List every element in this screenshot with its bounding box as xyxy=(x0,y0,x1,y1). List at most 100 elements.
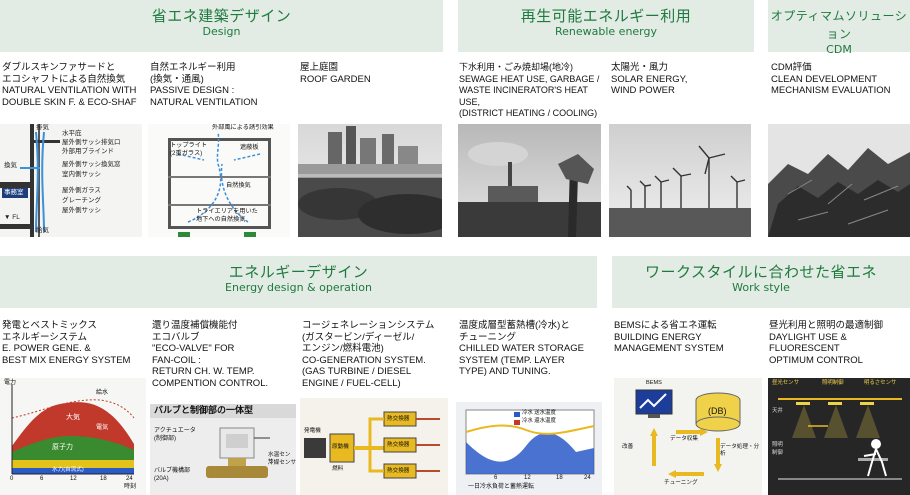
storage-chart: 冷水 送水温度 冷水 還水温度 6 12 18 24 一日冷水負荷と蓄熱運転 xyxy=(456,402,602,495)
figure-label: 給水 xyxy=(96,390,109,396)
figure-label: 排気 xyxy=(36,124,49,131)
figure-label: 水平庇 xyxy=(62,130,82,137)
figure-label: データ処理・分析 xyxy=(720,444,760,457)
figure-label: 給気 xyxy=(36,227,49,234)
figure-label: 電気 xyxy=(96,424,109,431)
figure-label: チューニング xyxy=(664,480,698,486)
figure-label: (20A) xyxy=(154,476,169,482)
figure-label: 地下への自然換気 xyxy=(196,216,246,223)
bems-diagram: BEMS (DB) データ収集 データ処理・分析 チューニング 改善 xyxy=(614,378,762,495)
section-title-en: Renewable energy xyxy=(554,25,658,38)
figure-label: 時刻 xyxy=(124,484,137,490)
section-title-jp: 省エネ建築デザイン xyxy=(151,7,292,25)
figure-label: 12 xyxy=(70,476,77,482)
figure-label: 遮蔽板 xyxy=(240,144,259,151)
figure-label: 水温センサ: xyxy=(268,452,291,465)
figure-label: トライエリアを用いた xyxy=(196,208,258,215)
item-caption: ダブルスキンファサードと エコシャフトによる自然換気 NATURAL VENTI… xyxy=(2,62,137,108)
figure-label: 換気 xyxy=(4,162,17,169)
figure-label: 外部風による誘引効果 xyxy=(212,124,274,131)
figure-label: 制御 xyxy=(772,450,783,456)
incinerator-photo xyxy=(458,124,601,237)
roof-garden-photo xyxy=(298,124,442,237)
figure-label: 24 xyxy=(584,475,591,481)
section-header-energy-design: エネルギーデザイン Energy design & operation xyxy=(0,256,597,308)
item-caption: 屋上庭園 ROOF GARDEN xyxy=(300,62,371,85)
section-title-jp: オプティマムソリューション xyxy=(770,9,908,41)
figure-label: 照明 xyxy=(772,442,783,448)
section-header-design: 省エネ建築デザイン Design xyxy=(0,0,443,52)
figure-label: バルブ機構部 xyxy=(154,468,191,474)
figure-label: 燃料 xyxy=(332,466,344,472)
passive-ventilation-diagram: 外部風による誘引効果 トップライト (2重ガラス) 遮蔽板 自然換気 トライエリ… xyxy=(148,124,290,237)
section-title-en: Energy design & operation xyxy=(225,281,372,294)
figure-label: 冷媒センサ xyxy=(268,460,296,466)
section-header-work-style: ワークスタイルに合わせた省エネ Work style xyxy=(612,256,910,308)
daylight-diagram: 昼光センサ 照明制御 明るさセンサ 天井 照明 制御 xyxy=(768,378,910,495)
figure-label: 原子力 xyxy=(52,444,73,451)
figure-label: 24 xyxy=(126,476,133,482)
figure-label: 18 xyxy=(556,475,563,481)
figure-label: 大気 xyxy=(66,414,80,421)
figure-label: (制御部) xyxy=(154,436,176,442)
figure-label: 一日冷水負荷と蓄熱運転 xyxy=(468,484,535,490)
figure-label: 屋外側ガラス xyxy=(62,187,101,194)
figure-label: 熱交換器 xyxy=(387,416,410,422)
wind-turbine-photo xyxy=(609,124,751,237)
figure-label: ▼ FL xyxy=(4,214,20,221)
figure-label: 改善 xyxy=(622,444,634,450)
section-title-jp: ワークスタイルに合わせた省エネ xyxy=(644,263,878,281)
figure-label: 照明制御 xyxy=(822,380,844,386)
figure-label: 電力 xyxy=(4,380,17,386)
section-header-renewable: 再生可能エネルギー利用 Renewable energy xyxy=(458,0,754,52)
figure-label: 事務室 xyxy=(4,189,24,196)
section-title-jp: エネルギーデザイン xyxy=(228,263,369,281)
power-mix-chart: 電力 給水 大気 電気 原子力 水力(自流式) 0 6 12 18 24 時刻 xyxy=(0,378,146,495)
figure-label: 発電機 xyxy=(304,428,321,434)
figure-label: 外部用ブラインド xyxy=(62,148,114,155)
figure-label: (2重ガラス) xyxy=(170,150,203,157)
figure-label: 天井 xyxy=(772,408,783,414)
item-caption: 発電とベストミックス エネルギーシステム E. POWER GENE. & BE… xyxy=(2,320,131,366)
figure-label: データ収集 xyxy=(670,436,698,442)
figure-label: アクチュエータ xyxy=(154,428,196,434)
figure-label: 明るさセンサ xyxy=(864,380,897,386)
item-caption: CDM評価 CLEAN DEVELOPMENT MECHANISM EVALUA… xyxy=(771,62,891,97)
double-skin-diagram: 排気 水平庇 屋外側サッシ排気口 外部用ブラインド 換気 屋外側サッシ換気窓 室… xyxy=(0,124,142,237)
item-caption: 温度成層型蓄熱槽(冷水)と チューニング CHILLED WATER STORA… xyxy=(459,320,584,378)
figure-label: 屋外側サッシ排気口 xyxy=(62,139,121,146)
figure-label: 室内側サッシ xyxy=(62,171,101,178)
section-title-en: Work style xyxy=(732,281,790,294)
figure-label: 昼光センサ xyxy=(772,380,799,386)
eco-valve-photo: バルブと制御部の一体型 アクチュエータ (制御部) バルブ機構部 (20A) 水… xyxy=(150,404,296,495)
figure-label: 屋外側サッシ換気窓 xyxy=(62,161,121,168)
figure-label: 熱交換器 xyxy=(387,442,410,448)
figure-title: バルブと制御部の一体型 xyxy=(154,405,254,415)
figure-label: 6 xyxy=(494,475,498,481)
figure-label: 熱交換器 xyxy=(387,468,410,474)
item-caption: コージェネレーションシステム (ガスタービン/ディーゼル/ エンジン/燃料電池)… xyxy=(302,320,435,389)
figure-label: (DB) xyxy=(708,406,727,416)
section-title-en: Design xyxy=(202,25,241,38)
section-title-en: CDM xyxy=(826,43,852,56)
figure-label: 原動機 xyxy=(332,444,349,450)
cogeneration-diagram: 発電機 原動機 燃料 熱交換器 熱交換器 熱交換器 xyxy=(300,398,448,495)
item-caption: 下水利用・ごみ焼却場(地冷) SEWAGE HEAT USE, GARBAGE … xyxy=(459,62,600,119)
item-caption: 自然エネルギー利用 (換気・通風) PASSIVE DESIGN : NATUR… xyxy=(150,62,258,108)
figure-label: 自然換気 xyxy=(226,182,251,189)
figure-label: 水力(自流式) xyxy=(52,467,84,473)
figure-label: 12 xyxy=(524,475,531,481)
figure-label: 0 xyxy=(10,476,14,482)
figure-label: トップライト xyxy=(170,142,208,149)
figure-label: 6 xyxy=(40,476,44,482)
figure-label: 屋外側サッシ xyxy=(62,207,101,214)
item-caption: 太陽光・風力 SOLAR ENERGY, WIND POWER xyxy=(611,62,688,97)
item-caption: 還り温度補償機能付 エコバルブ "ECO-VALVE" FOR FAN-COIL… xyxy=(152,320,269,389)
item-caption: BEMSによる省エネ運転 BUILDING ENERGY MANAGEMENT … xyxy=(614,320,724,355)
section-header-cdm: オプティマムソリューション CDM xyxy=(768,0,910,56)
figure-label: BEMS xyxy=(646,380,662,386)
scrap-metal-photo xyxy=(768,124,910,237)
legend-label: 冷水 送水温度 xyxy=(522,410,556,416)
legend-label: 冷水 還水温度 xyxy=(522,418,556,424)
figure-label: 18 xyxy=(100,476,107,482)
